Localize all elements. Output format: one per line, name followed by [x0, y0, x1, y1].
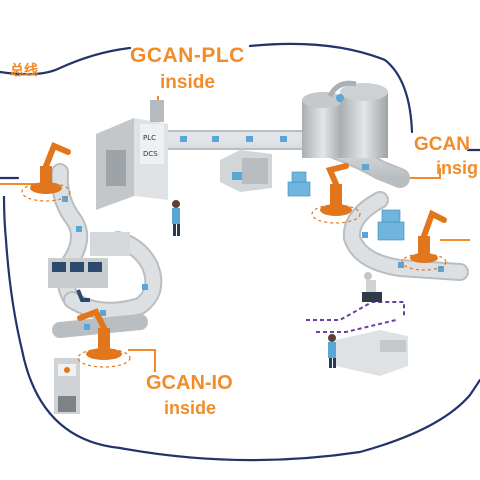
- blue-pallets: [287, 171, 405, 241]
- robot-arm-left: [30, 142, 71, 194]
- agv-robot: [362, 272, 382, 302]
- bus-line: [0, 42, 480, 462]
- gcan-plc-inside-label: inside: [160, 72, 215, 93]
- packing-station: [336, 330, 408, 376]
- robot-arm-right: [410, 209, 447, 263]
- control-station: [48, 232, 130, 302]
- agv-path: [306, 301, 405, 333]
- bus-line-left: [2, 195, 8, 241]
- gcan-right-inside-label: insig: [436, 158, 479, 178]
- gcan-plc-label: GCAN-PLC: [130, 44, 245, 67]
- plc-cabinet: PLC DCS: [96, 100, 168, 210]
- robot-zones: [21, 182, 447, 368]
- bus-label: 总线: [10, 63, 38, 79]
- process-machine: [220, 150, 272, 192]
- robot-arm-center: [320, 163, 352, 216]
- dispenser-unit: [54, 358, 80, 414]
- right-connector: [404, 168, 441, 179]
- storage-tanks: [302, 80, 388, 158]
- svg-text:PLC: PLC: [143, 134, 156, 142]
- gcan-right-label: GCAN: [414, 134, 470, 155]
- gcan-io-inside-label: inside: [164, 398, 217, 418]
- svg-text:DCS: DCS: [143, 150, 158, 158]
- io-connector: [128, 349, 156, 372]
- gcan-io-label: GCAN-IO: [146, 372, 233, 394]
- robot-arm-bottom: [77, 308, 122, 360]
